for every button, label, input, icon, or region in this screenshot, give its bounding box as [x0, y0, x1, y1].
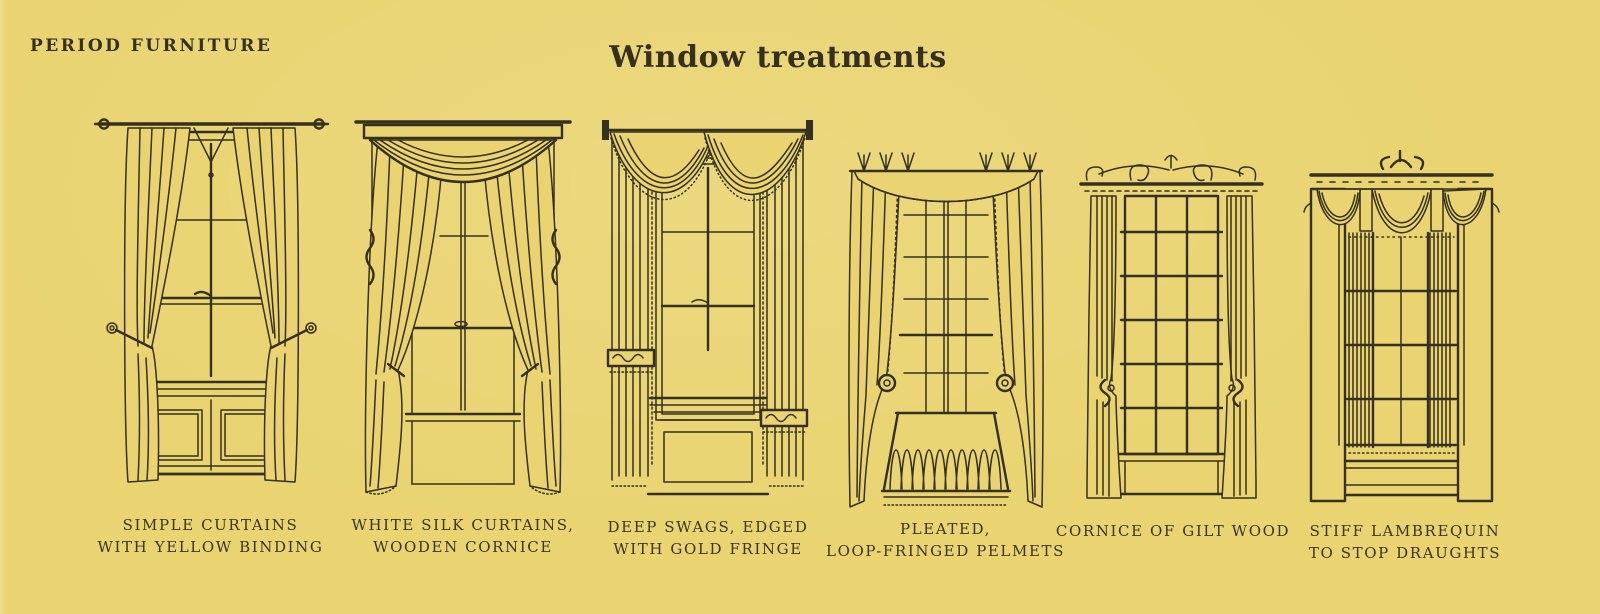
caption-line: LOOP-FRINGED PELMETS	[826, 542, 1065, 560]
figure-stiff-lambrequin	[1303, 145, 1500, 507]
figure-white-silk-curtains	[348, 112, 578, 512]
caption-line: WITH YELLOW BINDING	[97, 538, 324, 556]
caption-line: TO STOP DRAUGHTS	[1308, 544, 1502, 562]
pleated-pelmets-illustration	[848, 152, 1045, 509]
figure-pleated-pelmets	[840, 145, 1052, 515]
caption-gilt-cornice: CORNICE OF GILT WOOD	[1053, 520, 1293, 564]
simple-curtains-illustration	[93, 118, 330, 484]
caption-line: CORNICE OF GILT WOOD	[1055, 522, 1291, 540]
figure-simple-curtains	[93, 108, 330, 508]
running-head: PERIOD FURNITURE	[30, 36, 273, 56]
caption-line	[1053, 542, 1293, 564]
caption-line: WOODEN CORNICE	[373, 538, 553, 556]
figure-deep-swags	[600, 108, 815, 512]
page-title: Window treatments	[609, 40, 947, 75]
caption-simple-curtains: SIMPLE CURTAINS WITH YELLOW BINDING	[83, 514, 338, 558]
caption-line: PLEATED,	[899, 520, 992, 538]
figure-gilt-cornice	[1073, 148, 1270, 506]
caption-line: WHITE SILK CURTAINS,	[351, 516, 575, 534]
caption-stiff-lambrequin: STIFF LAMBREQUIN TO STOP DRAUGHTS	[1285, 520, 1525, 564]
deep-swags-illustration	[602, 120, 813, 496]
caption-line: WITH GOLD FRINGE	[613, 540, 803, 558]
white-silk-curtains-illustration	[354, 120, 572, 496]
gilt-cornice-illustration	[1079, 154, 1264, 500]
caption-line: SIMPLE CURTAINS	[122, 516, 299, 534]
stiff-lambrequin-illustration	[1303, 149, 1500, 503]
caption-line: DEEP SWAGS, EDGED	[607, 518, 809, 536]
caption-deep-swags: DEEP SWAGS, EDGED WITH GOLD FRINGE	[588, 516, 828, 560]
caption-pleated-pelmets: PLEATED, LOOP-FRINGED PELMETS	[818, 518, 1073, 562]
caption-line: STIFF LAMBREQUIN	[1309, 522, 1501, 540]
caption-white-silk-curtains: WHITE SILK CURTAINS, WOODEN CORNICE	[338, 514, 588, 558]
